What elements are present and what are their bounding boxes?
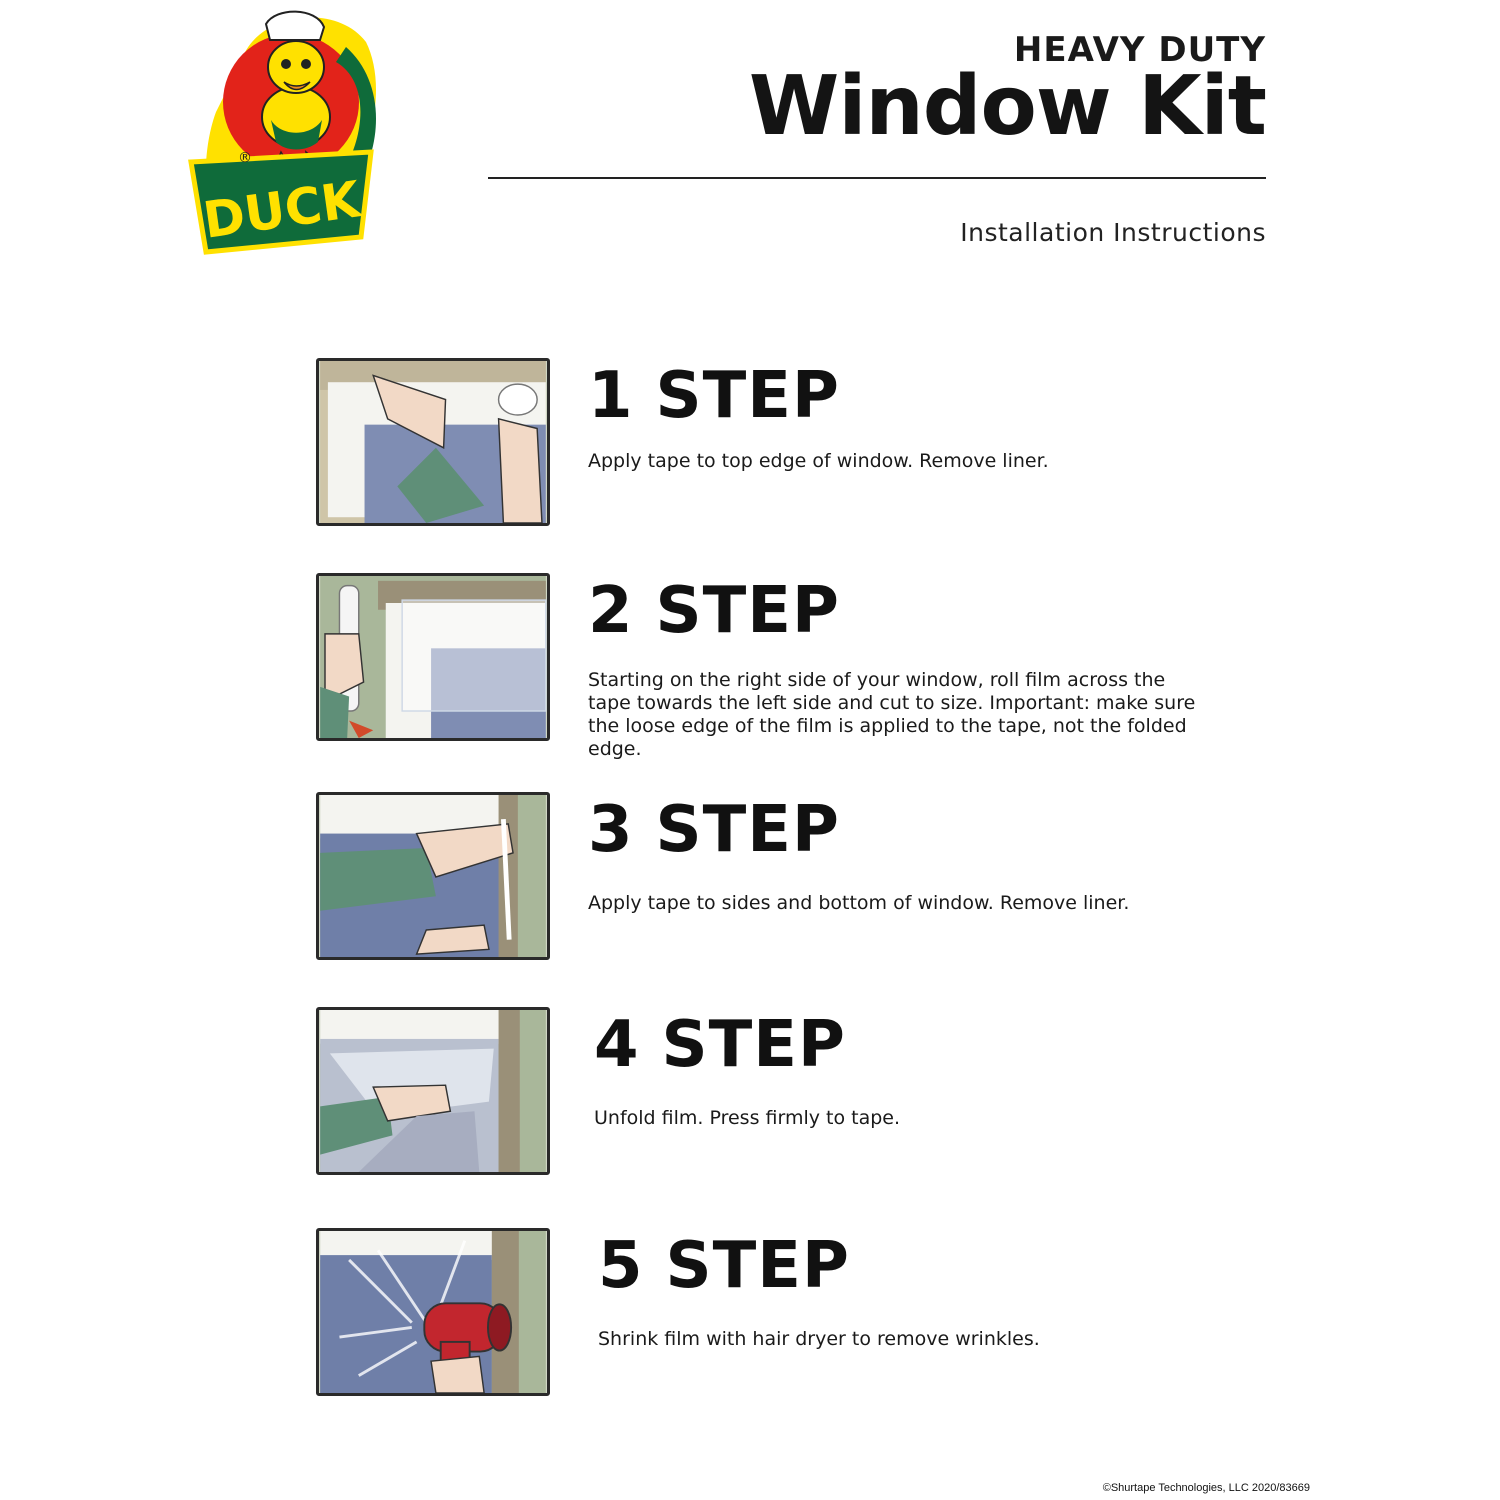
step-number: 1 bbox=[588, 359, 634, 433]
duck-brand-logo: DUCK ® bbox=[188, 10, 376, 255]
step-5-description: Shrink film with hair dryer to remove wr… bbox=[598, 1328, 1040, 1350]
step-number: 2 bbox=[588, 574, 634, 648]
step-5-heading: 5 STEP bbox=[598, 1228, 850, 1305]
step-number: 4 bbox=[594, 1008, 640, 1082]
step-number: 5 bbox=[598, 1229, 644, 1303]
step-1-illustration bbox=[316, 358, 550, 526]
page-title: Window Kit bbox=[748, 59, 1267, 154]
page-subtitle: Installation Instructions bbox=[960, 218, 1266, 247]
step-3-illustration bbox=[316, 792, 550, 960]
step-2-heading: 2 STEP bbox=[588, 573, 840, 650]
step-label: STEP bbox=[661, 1008, 846, 1082]
step-1: 1 STEP Apply tape to top edge of window. … bbox=[0, 358, 1500, 533]
step-label: STEP bbox=[655, 793, 840, 867]
step-4-description: Unfold film. Press firmly to tape. bbox=[594, 1107, 901, 1129]
step-2: 2 STEP Starting on the right side of your… bbox=[0, 573, 1500, 760]
step-label: STEP bbox=[655, 359, 840, 433]
step-4-heading: 4 STEP bbox=[594, 1007, 846, 1084]
step-1-description: Apply tape to top edge of window. Remove… bbox=[588, 450, 1049, 472]
step-label: STEP bbox=[665, 1229, 850, 1303]
step-5: 5 STEP Shrink film with hair dryer to rem… bbox=[0, 1228, 1500, 1403]
divider bbox=[488, 177, 1266, 179]
step-number: 3 bbox=[588, 793, 634, 867]
step-3: 3 STEP Apply tape to sides and bottom of … bbox=[0, 792, 1500, 967]
kicker-heading: HEAVY DUTY bbox=[1013, 30, 1266, 70]
step-2-illustration bbox=[316, 573, 550, 741]
step-4-illustration bbox=[316, 1007, 550, 1175]
copyright-notice: ©Shurtape Technologies, LLC 2020/83669 bbox=[1102, 1482, 1310, 1494]
step-label: STEP bbox=[655, 574, 840, 648]
step-4: 4 STEP Unfold film. Press firmly to tape. bbox=[0, 1007, 1500, 1182]
step-5-illustration bbox=[316, 1228, 550, 1396]
svg-text:®: ® bbox=[238, 150, 252, 166]
step-1-heading: 1 STEP bbox=[588, 358, 840, 435]
step-3-heading: 3 STEP bbox=[588, 792, 840, 869]
step-3-description: Apply tape to sides and bottom of window… bbox=[588, 892, 1130, 914]
step-2-description: Starting on the right side of your windo… bbox=[588, 669, 1196, 760]
